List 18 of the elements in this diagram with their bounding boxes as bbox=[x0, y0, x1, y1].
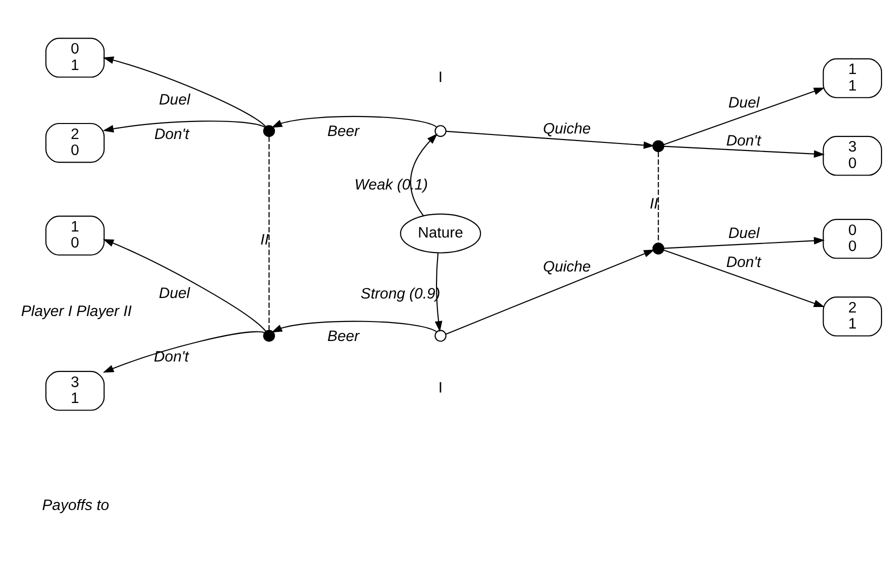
edge-label: Beer bbox=[327, 123, 360, 140]
edge-label: Beer bbox=[327, 328, 360, 345]
edge-label: Duel bbox=[159, 91, 190, 108]
edge-label: Quiche bbox=[543, 120, 591, 138]
edge-label: Duel bbox=[728, 94, 760, 112]
edge-label: Don't bbox=[726, 132, 762, 150]
label: Payoffs to bbox=[42, 497, 110, 514]
edge-label: Quiche bbox=[543, 258, 591, 276]
edge-label: II bbox=[260, 231, 269, 248]
node-label: I bbox=[438, 380, 443, 397]
edge-label: Don't bbox=[154, 348, 189, 366]
edge-label: Don't bbox=[154, 126, 190, 143]
edge-label: Don't bbox=[726, 254, 762, 272]
edge-label: Duel bbox=[728, 224, 760, 242]
label: Player I Player II bbox=[21, 303, 132, 320]
node-label: I bbox=[438, 69, 443, 86]
edge-label: Duel bbox=[158, 285, 190, 302]
edge-label: II bbox=[650, 195, 658, 212]
